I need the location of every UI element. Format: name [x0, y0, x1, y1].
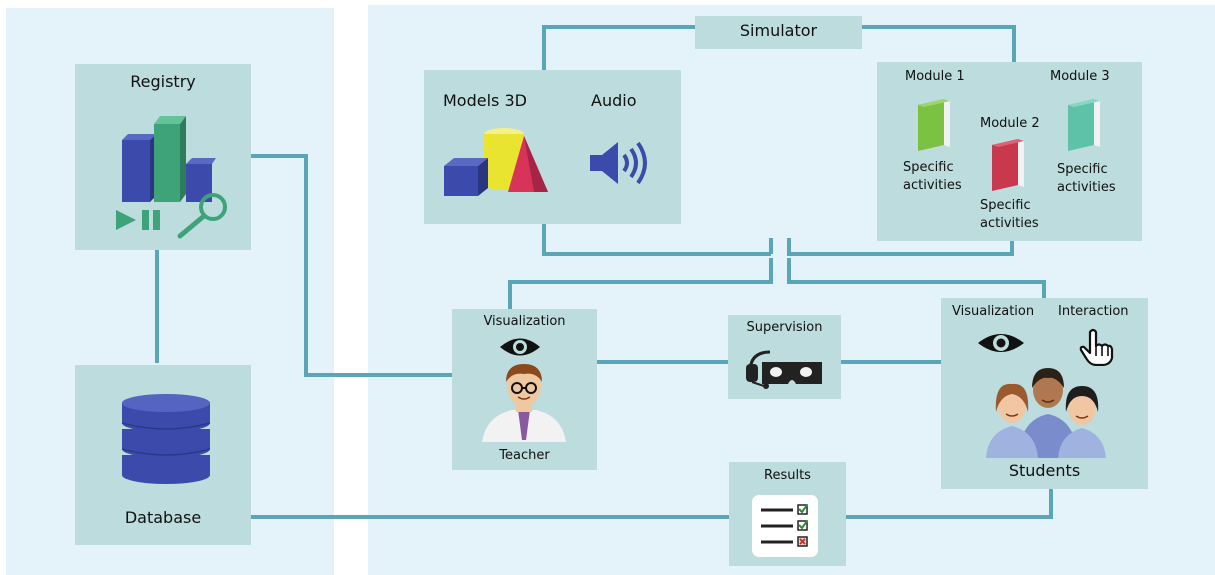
3d-shapes-icon	[444, 128, 548, 196]
connector-hub	[542, 224, 1014, 256]
registry-label: Registry	[130, 72, 196, 91]
media-box	[424, 70, 681, 224]
vr-headset-icon	[746, 350, 822, 389]
module-1-activities: Specific activities	[903, 160, 962, 193]
supervision-label: Supervision	[746, 320, 823, 335]
database-label: Database	[124, 508, 202, 527]
connector-results-students	[846, 489, 1053, 519]
teacher-visualization-label: Visualization	[483, 314, 566, 329]
students-visualization-label: Visualization	[952, 304, 1035, 319]
module-2-book-icon	[992, 139, 1024, 191]
eye-icon	[500, 338, 540, 356]
connector-hub-down	[508, 258, 1046, 309]
simulator-box	[695, 16, 862, 49]
teacher-label: Teacher	[499, 448, 550, 463]
supervision-box	[728, 315, 841, 399]
teacher-avatar	[482, 364, 566, 442]
module-3-activities: Specific activities	[1057, 162, 1116, 195]
module-1-book-icon	[918, 99, 950, 151]
touch-hand-icon	[1079, 328, 1114, 366]
checklist-icon	[752, 495, 818, 557]
module-2-activities: Specific activities	[980, 198, 1039, 231]
module-3-book-icon	[1068, 99, 1100, 151]
registry-analytics-icon	[116, 116, 227, 239]
audio-label: Audio	[591, 91, 637, 110]
connector-simulator	[542, 25, 1016, 70]
models-3d-label: Models 3D	[443, 91, 527, 110]
students-avatars	[986, 368, 1106, 458]
module-3-label: Module 3	[1050, 69, 1110, 84]
connector-registry-teacher	[251, 154, 452, 377]
database-icon	[121, 394, 211, 484]
results-label: Results	[764, 468, 811, 483]
speaker-icon	[590, 141, 647, 185]
students-label: Students	[1008, 461, 1081, 480]
module-2-label: Module 2	[980, 116, 1040, 131]
module-1-label: Module 1	[905, 69, 965, 84]
eye-icon	[978, 334, 1024, 352]
simulator-label: Simulator	[739, 21, 818, 40]
students-interaction-label: Interaction	[1058, 304, 1129, 319]
